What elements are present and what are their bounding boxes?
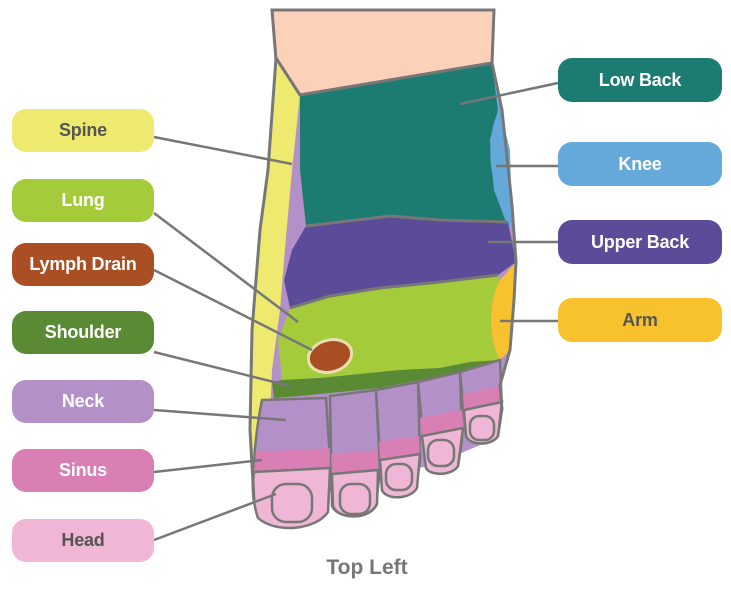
head-label-text: Head	[61, 530, 104, 551]
sinus-label-text: Sinus	[59, 460, 107, 481]
shoulder-label: Shoulder	[12, 311, 154, 354]
lymph-drain-label-text: Lymph Drain	[29, 254, 136, 275]
knee-label-text: Knee	[618, 154, 661, 175]
spine-label-text: Spine	[59, 120, 107, 141]
knee-label: Knee	[558, 142, 722, 186]
head-label: Head	[12, 519, 154, 562]
third-toe-nail	[386, 464, 412, 490]
neck-label-text: Neck	[62, 391, 104, 412]
arm-label: Arm	[558, 298, 722, 342]
sinus-label: Sinus	[12, 449, 154, 492]
upper-back-label: Upper Back	[558, 220, 722, 264]
upper-back-label-text: Upper Back	[591, 232, 689, 253]
fifth-toe-nail	[470, 416, 494, 440]
lymph-drain-label: Lymph Drain	[12, 243, 154, 286]
low-back-label-text: Low Back	[599, 70, 681, 91]
low-back-label: Low Back	[558, 58, 722, 102]
lung-label-text: Lung	[61, 190, 104, 211]
lung-label: Lung	[12, 179, 154, 222]
shoulder-label-text: Shoulder	[45, 322, 121, 343]
second-toe-nail	[340, 484, 370, 514]
leader-sinus	[154, 460, 262, 472]
big-toe-nail	[272, 484, 312, 522]
spine-label: Spine	[12, 109, 154, 152]
diagram-caption: Top Left	[292, 556, 442, 580]
neck-label: Neck	[12, 380, 154, 423]
fourth-toe-nail	[428, 440, 454, 466]
arm-label-text: Arm	[622, 310, 657, 331]
